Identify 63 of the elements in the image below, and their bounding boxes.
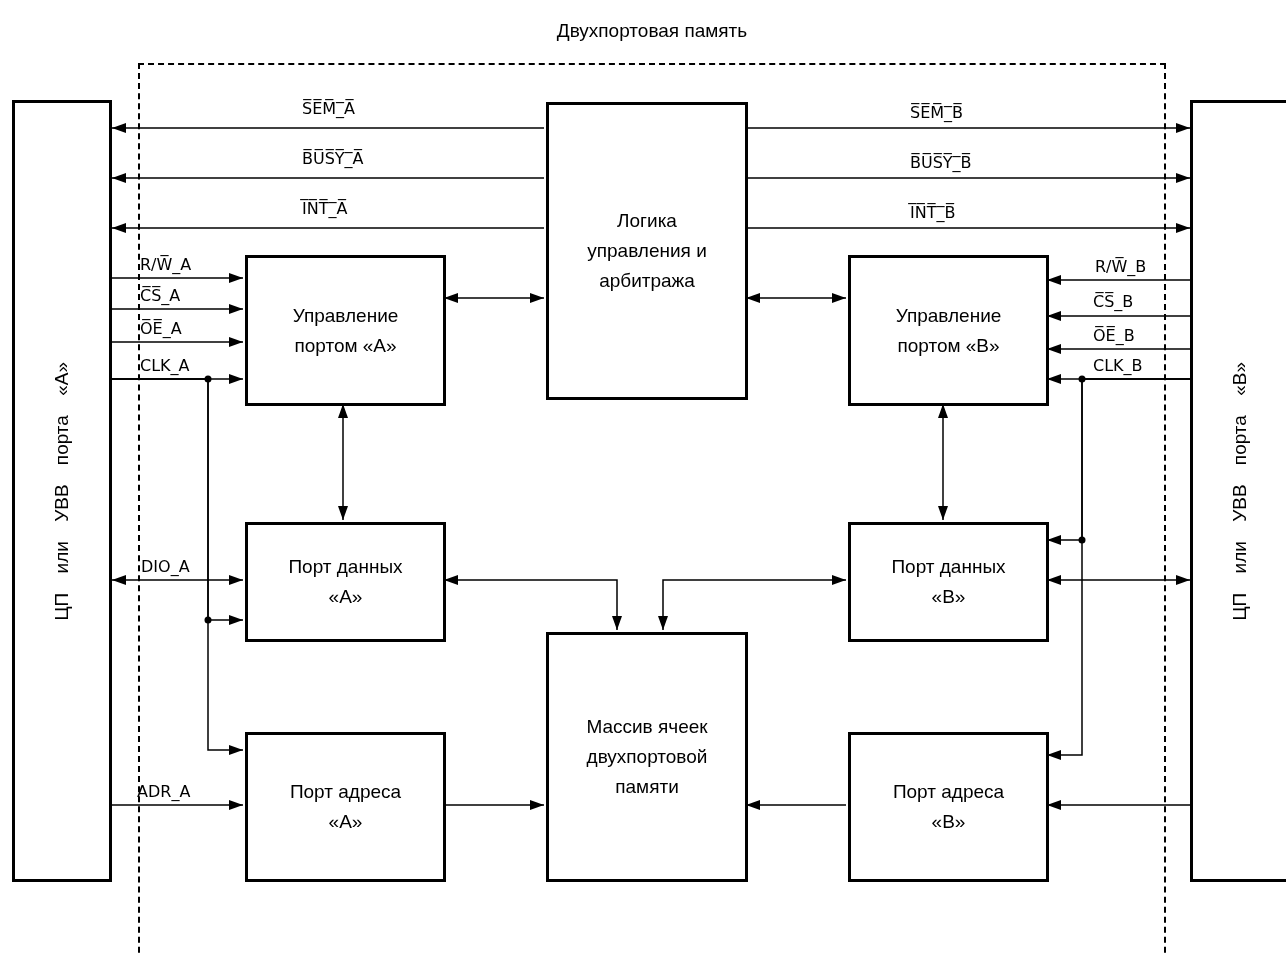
signal-label: S̅E̅M̅_̅B̅ [910,103,964,123]
signal-label: R/W̅_A [140,255,192,275]
connector-arrow [1046,800,1191,810]
signal-label: B̅U̅S̅Y̅_̅A̅ [302,149,364,169]
signal-label: CLK_A [140,356,190,376]
block-label: Порт данных «В» [890,555,1007,609]
function-block [245,732,446,882]
connector-arrow [745,223,1191,233]
connector-arrow [338,403,348,521]
connector-arrow [745,293,847,303]
block-label: Порт данных «А» [287,555,404,609]
signal-label: O̅E̅_A [140,319,182,339]
signal-label: C̅S̅_B [1093,292,1134,312]
block-label: Порт адреса «А» [288,780,403,834]
function-block [546,102,748,400]
connector-arrow [443,293,545,303]
processor-block [1190,100,1286,882]
connector-arrow [1046,275,1191,285]
processor-block [12,100,112,882]
connector-arrow [111,223,545,233]
connector-arrow [111,173,545,183]
signal-label: CLK_B [1093,356,1143,376]
connector-arrow [111,800,244,810]
connector-arrow [745,800,847,810]
connector-arrow [1046,311,1191,321]
function-block [848,255,1049,406]
connector-arrow [658,575,847,631]
signal-label: DIO_A [141,557,190,577]
connector-arrow [111,378,244,755]
signal-label: ADR_A [137,782,191,802]
connector-arrow [111,304,244,314]
function-block [546,632,748,882]
connector-arrow [1046,575,1191,585]
connector-arrow [745,123,1191,133]
block-label: ЦП или УВВ порта «В» [1227,361,1251,621]
connector-arrow [1046,378,1191,760]
block-label: Управление портом «А» [291,303,400,358]
signal-label: S̅E̅M̅_̅A̅ [302,99,355,119]
block-label: Порт адреса «В» [891,780,1006,834]
connector-arrow [111,337,244,347]
connector-arrow [745,173,1191,183]
signal-label: B̅U̅S̅Y̅_̅B̅ [910,153,972,173]
connector-arrow [443,575,622,631]
function-block [245,522,446,642]
connector-arrow [111,123,545,133]
function-block [848,732,1049,882]
block-label: Двухпортовая память [555,19,749,43]
function-block [245,255,446,406]
block-label: ЦП или УВВ порта «А» [49,361,73,621]
block-label: Логика управления и арбитража [586,209,708,293]
connector-arrow [1046,344,1191,354]
signal-label: R/W̅_B [1095,257,1147,277]
signal-label: O̅E̅_B [1093,326,1135,346]
block-label: Управление портом «В» [894,303,1003,358]
connector-arrow [443,800,545,810]
signal-label: I̅N̅T̅_̅B̅ [910,203,956,223]
connector-arrow [111,575,244,585]
connector-arrow [111,273,244,283]
signal-label: C̅S̅_A [140,286,181,306]
block-label: Массив ячеек двухпортовой памяти [585,715,709,799]
function-block [848,522,1049,642]
signal-label: I̅N̅T̅_̅A̅ [302,199,348,219]
connector-arrow [938,403,948,521]
